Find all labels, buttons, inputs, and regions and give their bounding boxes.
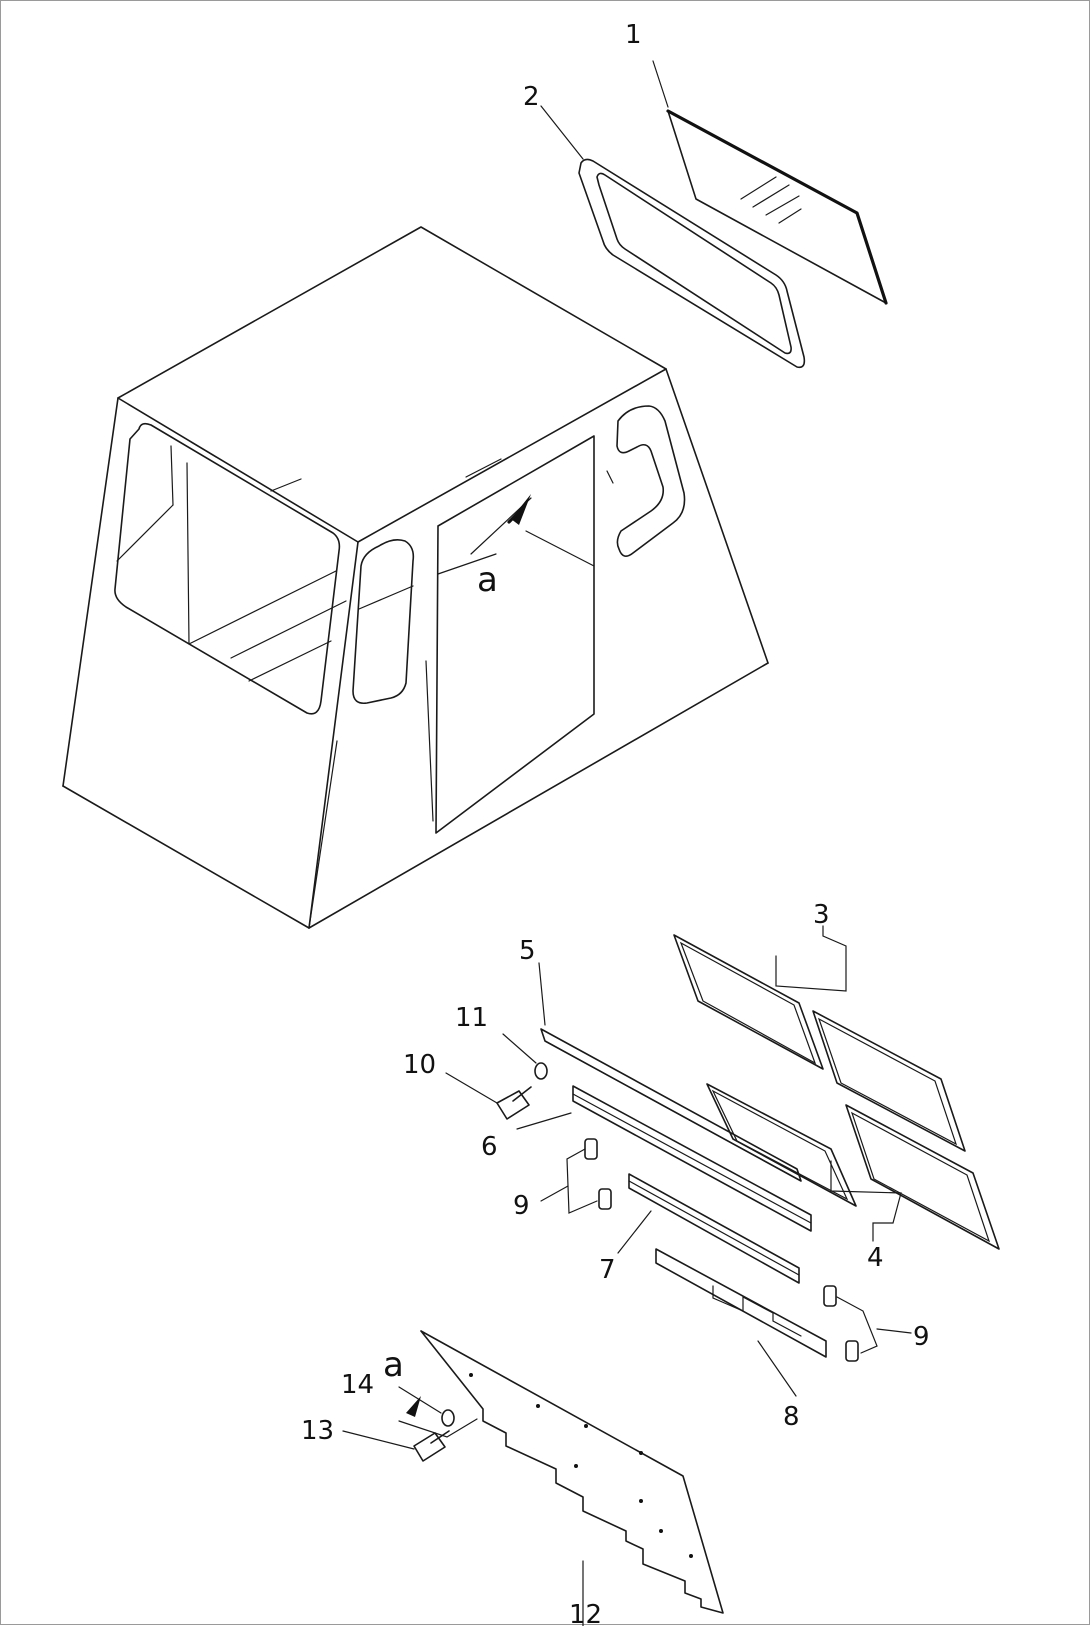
label-11: 11: [455, 1003, 488, 1033]
label-10: 10: [403, 1050, 436, 1080]
label-12: 12: [569, 1600, 602, 1626]
view-arrow-icon: [406, 1396, 421, 1417]
label-13: 13: [301, 1416, 334, 1446]
label-9-left: 9: [513, 1191, 530, 1221]
label-5: 5: [519, 936, 536, 966]
rails: [516, 962, 827, 1397]
label-4: 4: [867, 1243, 884, 1273]
fasteners: [342, 1033, 912, 1462]
part-12-panel: a: [383, 1330, 724, 1626]
part-1-glass: [652, 60, 888, 305]
view-arrow-icon: [511, 494, 531, 525]
label-14: 14: [341, 1370, 374, 1400]
callout-labels: 1 2 3 4 5 6 7 8 9 9 10 11 12 13 14: [301, 20, 930, 1626]
label-9-right: 9: [913, 1322, 930, 1352]
view-mark-a-panel: a: [383, 1345, 404, 1385]
label-8: 8: [783, 1402, 800, 1432]
panel-glass-set: [673, 925, 1000, 1250]
label-7: 7: [599, 1255, 616, 1285]
label-3: 3: [813, 900, 830, 930]
view-mark-a-cab: a: [477, 560, 498, 600]
part-2-weatherstrip: [540, 105, 806, 369]
label-2: 2: [523, 82, 540, 112]
label-1: 1: [625, 20, 642, 50]
cab-body: a: [62, 226, 769, 929]
label-6: 6: [481, 1132, 498, 1162]
